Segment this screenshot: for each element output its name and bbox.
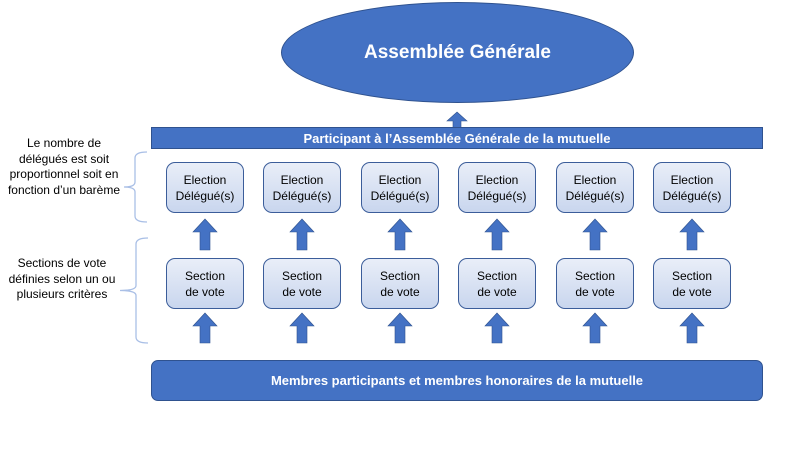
up-arrow-icon	[289, 218, 315, 251]
delegates-count-label: Le nombre de délégués est soit proportio…	[7, 136, 121, 197]
election-delegates-line2: Délégué(s)	[467, 188, 527, 203]
voting-section-line1: Section	[476, 268, 518, 283]
up-arrow-icon	[446, 111, 468, 129]
voting-section-line1: Section	[379, 268, 421, 283]
voting-section-line1: Section	[671, 268, 713, 283]
voting-section-line2: de vote	[282, 284, 322, 299]
general-assembly-title: Assemblée Générale	[364, 41, 551, 63]
up-arrow-icon	[679, 218, 705, 251]
election-delegates-line2: Délégué(s)	[565, 188, 625, 203]
up-arrow-icon	[484, 218, 510, 251]
up-arrow-icon	[387, 218, 413, 251]
up-arrow-icon	[387, 312, 413, 344]
up-arrow-icon	[679, 312, 705, 344]
up-arrow-icon	[582, 312, 608, 344]
election-delegates-line2: Délégué(s)	[272, 188, 332, 203]
participants-assembly-bar: Participant à l’Assemblée Générale de la…	[151, 127, 763, 149]
up-arrow-icon	[192, 218, 218, 251]
members-label: Membres participants et membres honorair…	[270, 373, 644, 388]
election-delegates-line2: Délégué(s)	[175, 188, 235, 203]
election-delegates-line2: Délégué(s)	[662, 188, 722, 203]
up-arrow-icon	[289, 312, 315, 344]
up-arrow-icon	[192, 312, 218, 344]
members-bar: Membres participants et membres honorair…	[151, 360, 763, 401]
voting-section-line2: de vote	[380, 284, 420, 299]
up-arrow-icon	[484, 312, 510, 344]
voting-section-line2: de vote	[672, 284, 712, 299]
election-delegates-line1: Election	[475, 172, 519, 187]
election-delegates-line1: Election	[280, 172, 324, 187]
voting-section-line1: Section	[281, 268, 323, 283]
voting-section-line2: de vote	[477, 284, 517, 299]
brace-delegates	[123, 151, 148, 223]
voting-section-line1: Section	[574, 268, 616, 283]
voting-section-line2: de vote	[185, 284, 225, 299]
election-delegates-line1: Election	[670, 172, 714, 187]
election-delegates-line1: Election	[573, 172, 617, 187]
participants-assembly-label: Participant à l’Assemblée Générale de la…	[303, 130, 611, 146]
election-delegates-line2: Délégué(s)	[370, 188, 430, 203]
general-assembly-ellipse: Assemblée Générale	[281, 2, 634, 103]
voting-section-line1: Section	[184, 268, 226, 283]
up-arrow-icon	[582, 218, 608, 251]
election-delegates-line1: Election	[183, 172, 227, 187]
voting-sections-label: Sections de vote définies selon un ou pl…	[8, 256, 116, 301]
voting-section-line2: de vote	[575, 284, 615, 299]
election-delegates-line1: Election	[378, 172, 422, 187]
brace-sections	[119, 237, 149, 344]
